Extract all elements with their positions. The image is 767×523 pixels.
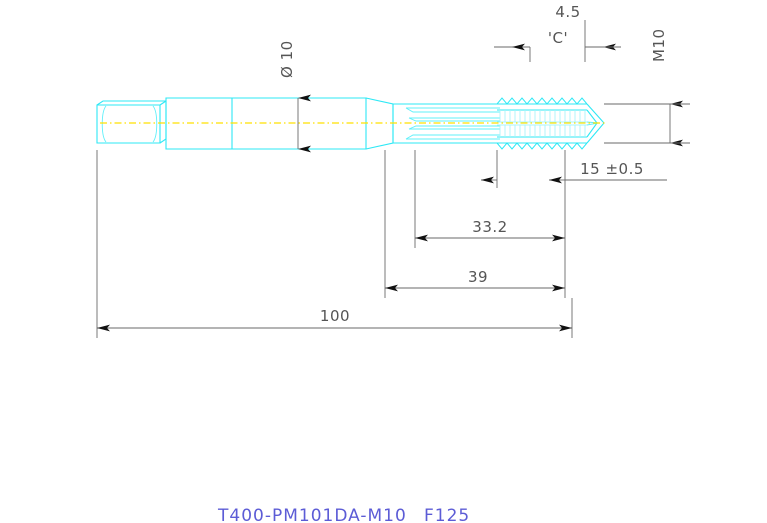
dimension-thread-size-label: M10 (650, 28, 668, 62)
dimension-shoulder-length-label: 39 (468, 268, 488, 286)
dimension-thread-length-label: 15 ±0.5 (580, 160, 644, 178)
dimension-thread-size: M10 (604, 28, 690, 147)
thread-root-lines (497, 110, 587, 137)
dimension-section-c-label: 'C' (548, 29, 568, 47)
dimension-neck-length: 33.2 (414, 150, 566, 248)
dimension-neck-length-label: 33.2 (472, 218, 507, 236)
dimension-overall-length-label: 100 (320, 307, 350, 325)
dimension-chamfer: 4.5 'C' (494, 3, 621, 62)
square-drive-end (96, 100, 167, 144)
part-designation-label: T400-PM101DA-M10 (217, 506, 407, 523)
part-code-label: F125 (424, 506, 470, 523)
dimension-overall-length: 100 (96, 150, 573, 338)
thread-crest-profile (496, 97, 588, 150)
neck-flutes (393, 103, 500, 144)
dimension-diameter: Ø 10 (278, 40, 311, 153)
dimension-diameter-label: Ø 10 (278, 40, 296, 78)
dimension-shoulder-length: 39 (384, 150, 566, 298)
dimension-thread-length: 15 ±0.5 (481, 150, 667, 188)
part-label: T400-PM101DA-M10 F125 (217, 506, 470, 523)
dimension-chamfer-label: 4.5 (555, 3, 580, 21)
